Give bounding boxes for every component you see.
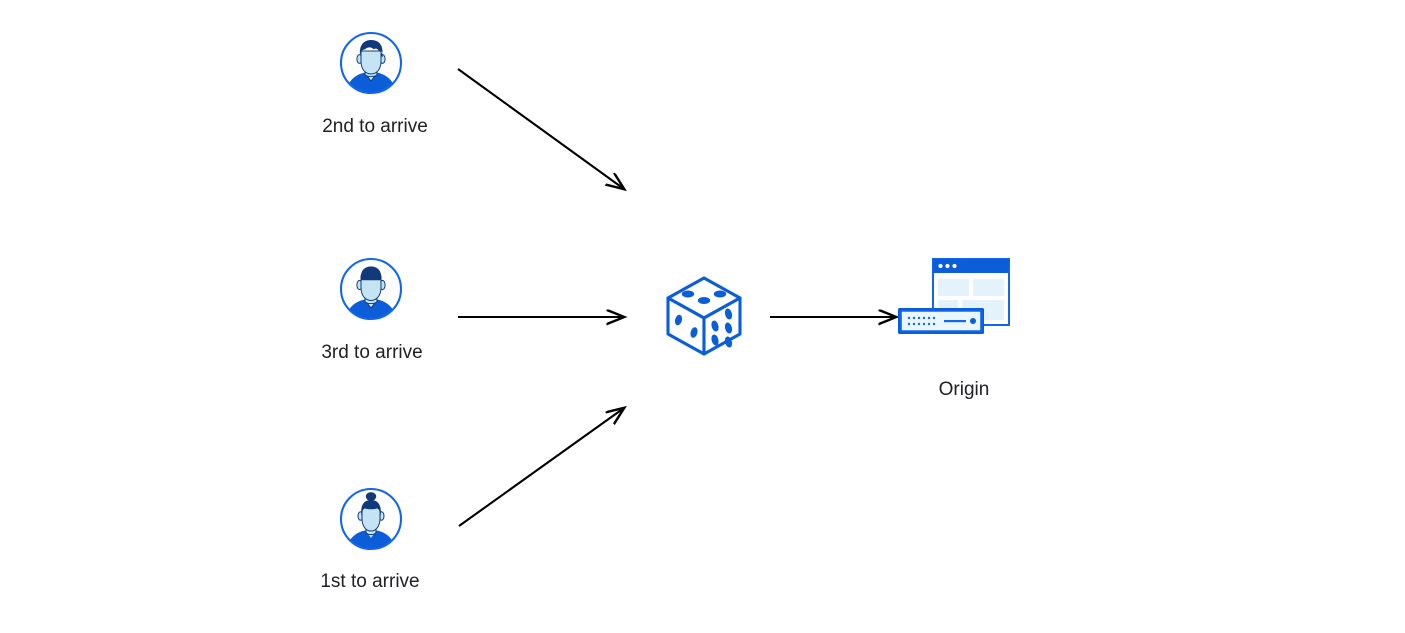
node-label-visitor-1st: 1st to arrive: [320, 571, 420, 592]
user-avatar-male-wavy-hair-icon: [339, 31, 403, 95]
user-avatar-male-short-hair-icon: [339, 257, 403, 321]
server-and-browser-window-icon: [895, 253, 1015, 363]
user-avatar-female-bun-icon: [339, 487, 403, 551]
arrow-2nd-to-dice: [457, 68, 624, 189]
node-label-visitor-3rd: 3rd to arrive: [321, 342, 423, 363]
dice-icon: [658, 270, 750, 362]
arrow-1st-to-dice: [458, 408, 624, 527]
server-appliance-icon: [898, 308, 984, 334]
node-label-origin: Origin: [938, 379, 990, 400]
node-label-visitor-2nd: 2nd to arrive: [322, 116, 428, 137]
